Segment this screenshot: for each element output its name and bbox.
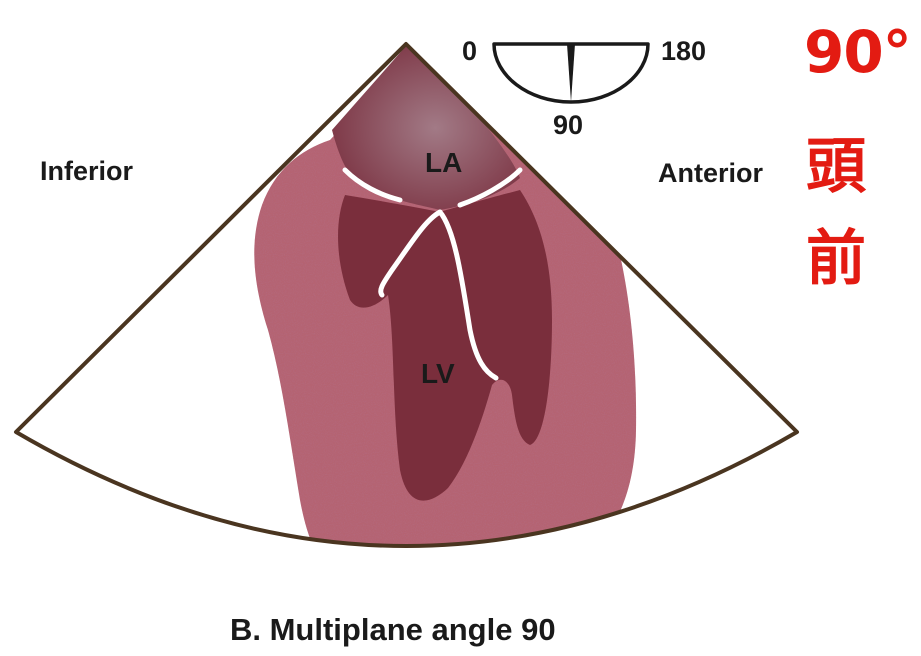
label-left-ventricle: LV — [421, 358, 455, 390]
label-anterior: Anterior — [658, 158, 763, 189]
label-left-atrium: LA — [425, 147, 462, 179]
dial-label-left: 0 — [462, 36, 477, 67]
annotation-line-3: 前 — [806, 210, 866, 297]
dial-label-right: 180 — [661, 36, 706, 67]
dial-label-bottom: 90 — [553, 110, 583, 141]
annotation-angle: 90° — [804, 18, 911, 86]
multiplane-dial — [494, 44, 648, 102]
figure-caption: B. Multiplane angle 90 — [230, 612, 556, 648]
label-inferior: Inferior — [40, 156, 133, 187]
annotation-line-2: 頭 — [806, 118, 866, 205]
